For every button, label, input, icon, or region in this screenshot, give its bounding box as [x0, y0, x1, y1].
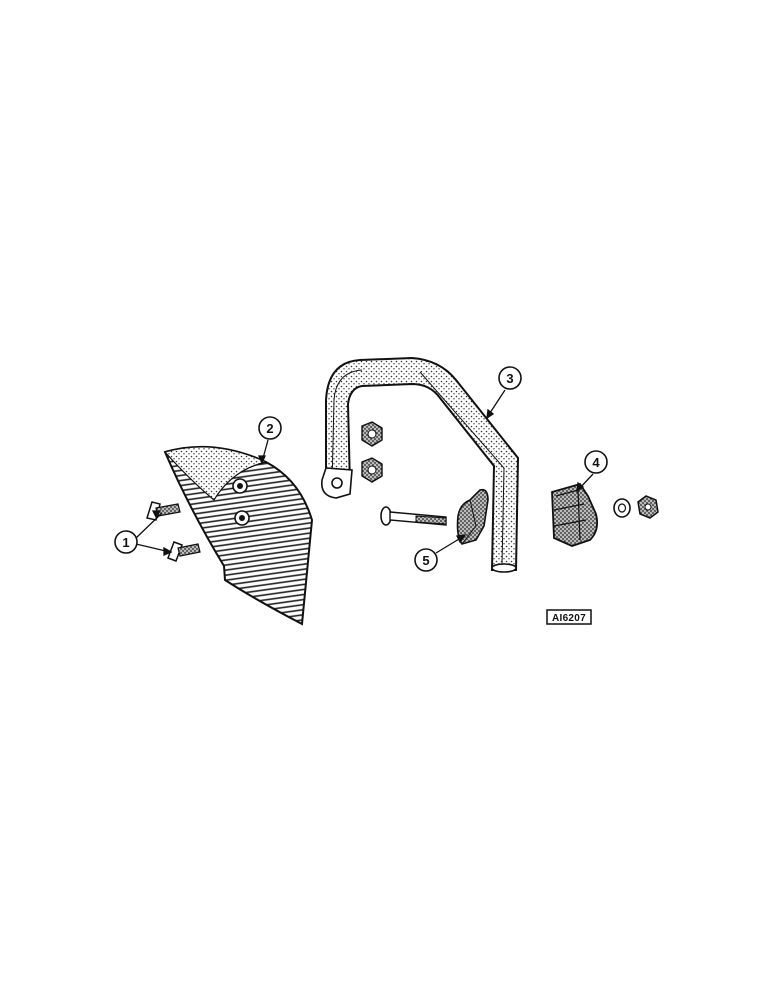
- bolt-lower: [167, 541, 201, 562]
- carriage-bolt: [380, 506, 447, 526]
- figure-tag: AI6207: [546, 609, 592, 625]
- nut-upper: [361, 421, 383, 447]
- bolt-upper: [146, 501, 181, 521]
- callout-3: 3: [498, 366, 522, 390]
- callout-3-label: 3: [506, 371, 513, 386]
- callout-1: 1: [114, 530, 138, 554]
- leader-lines: [135, 389, 594, 556]
- callout-5: 5: [414, 548, 438, 572]
- clamp-block: [551, 482, 599, 547]
- callout-2-label: 2: [266, 421, 273, 436]
- callout-1-label: 1: [122, 535, 129, 550]
- callout-2: 2: [258, 416, 282, 440]
- figure-tag-label: AI6207: [552, 613, 586, 624]
- callout-4-label: 4: [592, 455, 600, 470]
- nut-lower: [361, 457, 383, 483]
- hex-nut: [637, 495, 659, 519]
- callout-5-label: 5: [422, 553, 429, 568]
- plow-plate: [163, 445, 314, 626]
- curved-bar: [320, 356, 520, 573]
- washer: [613, 498, 631, 518]
- callout-4: 4: [584, 450, 608, 474]
